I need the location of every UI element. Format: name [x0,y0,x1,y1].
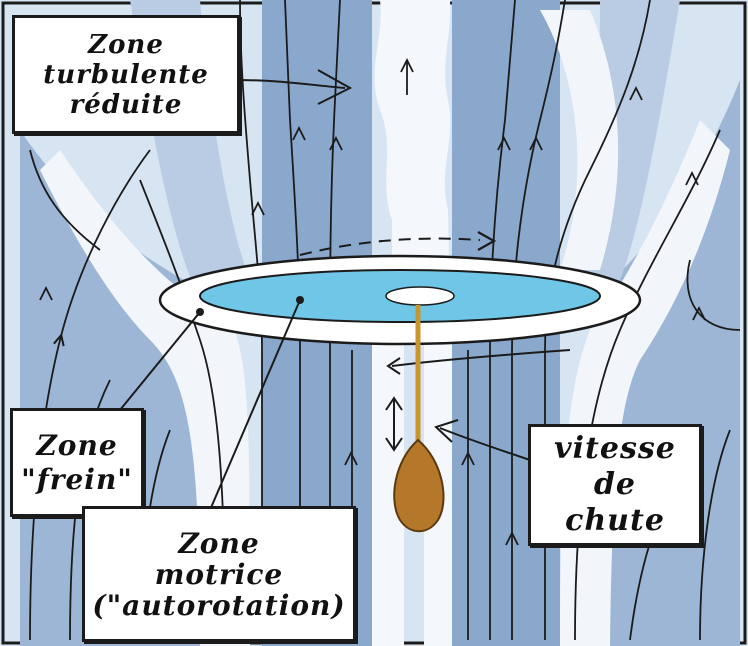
label-brake-zone: Zone "frein" [10,408,144,517]
label-driving-line-2: motrice [155,559,284,590]
pointer-dot-motrice [296,296,304,304]
label-turbulent-line-1: Zone [88,30,164,60]
rotor-hub [386,287,454,305]
label-driving-line-3: ("autorotation) [92,590,345,621]
label-turbulent-zone: Zone turbulente réduite [12,15,240,134]
label-driving-zone: Zone motrice ("autorotation) [82,506,356,642]
label-turbulent-line-2: turbulente [43,60,209,90]
label-driving-line-1: Zone [178,528,259,559]
label-fall-speed: vitesse de chute [528,424,702,546]
label-brake-line-2: "frein" [21,463,133,497]
pointer-dot-frein [196,308,204,316]
label-brake-line-1: Zone [36,429,117,463]
label-turbulent-line-3: réduite [70,90,183,120]
label-fall-speed-line-2: chute [565,503,665,539]
label-fall-speed-line-1: vitesse de [531,431,699,503]
